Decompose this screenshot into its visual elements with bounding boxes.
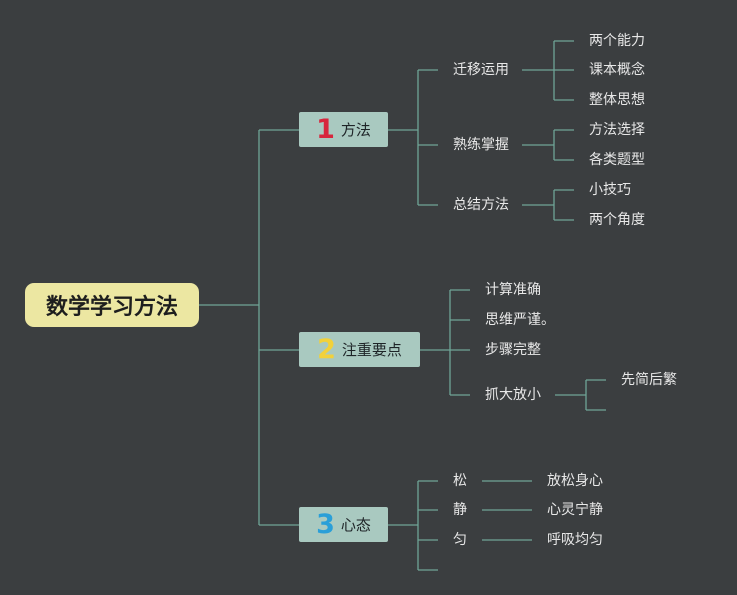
branch-number: 1 bbox=[316, 114, 335, 145]
subtopic-label[interactable]: 两个能力 bbox=[589, 33, 645, 49]
branch-node-3[interactable]: 3 心态 bbox=[299, 507, 388, 542]
branch-label: 方法 bbox=[340, 121, 371, 139]
topic-label[interactable]: 熟练掌握 bbox=[453, 137, 509, 153]
topic-label[interactable]: 总结方法 bbox=[453, 197, 509, 213]
root-title: 数学学习方法 bbox=[45, 295, 178, 320]
subtopic-label[interactable]: 心灵宁静 bbox=[547, 502, 603, 518]
subtopic-label[interactable]: 方法选择 bbox=[589, 122, 645, 138]
branch-number: 2 bbox=[317, 334, 336, 365]
subtopic-label[interactable]: 各类题型 bbox=[589, 152, 645, 168]
subtopic-label[interactable]: 整体思想 bbox=[589, 92, 645, 108]
topic-label[interactable]: 步骤完整 bbox=[485, 342, 541, 358]
topic-label[interactable]: 抓大放小 bbox=[485, 387, 541, 403]
subtopic-label[interactable]: 课本概念 bbox=[589, 62, 645, 78]
branch-number: 3 bbox=[316, 509, 335, 540]
topic-label[interactable]: 松 bbox=[453, 473, 467, 489]
topic-label[interactable]: 迁移运用 bbox=[453, 62, 509, 78]
topic-label[interactable]: 匀 bbox=[453, 532, 467, 548]
branch-label: 心态 bbox=[340, 516, 371, 534]
subtopic-label[interactable]: 小技巧 bbox=[589, 182, 631, 198]
subtopic-label[interactable]: 呼吸均匀 bbox=[547, 532, 603, 548]
subtopic-label[interactable]: 先简后繁 bbox=[621, 372, 677, 388]
topic-label[interactable]: 静 bbox=[453, 502, 467, 518]
subtopic-label[interactable]: 放松身心 bbox=[547, 473, 603, 489]
subtopic-label[interactable]: 两个角度 bbox=[589, 212, 645, 228]
topic-label[interactable]: 计算准确 bbox=[485, 282, 541, 298]
topic-label[interactable]: 思维严谨。 bbox=[485, 312, 555, 328]
branch-node-2[interactable]: 2 注重要点 bbox=[299, 332, 420, 367]
branch-node-1[interactable]: 1 方法 bbox=[299, 112, 388, 147]
root-node[interactable]: 数学学习方法 bbox=[25, 283, 199, 327]
branch-label: 注重要点 bbox=[341, 341, 402, 359]
